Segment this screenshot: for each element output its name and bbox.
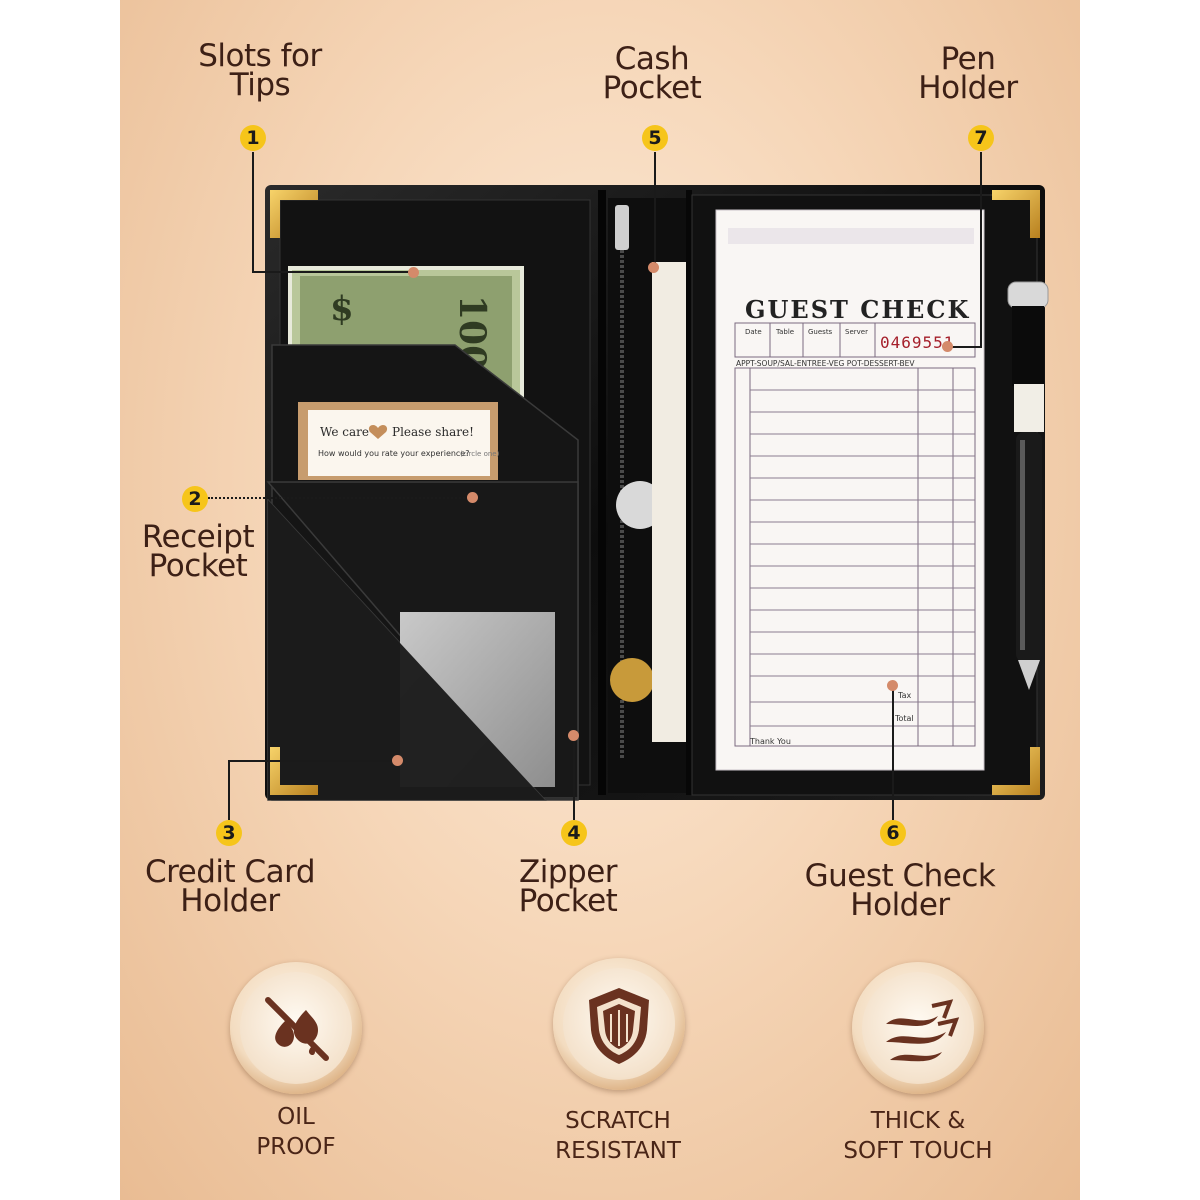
leader-line-1b [252, 271, 412, 273]
callout-dot-7 [942, 341, 953, 352]
soft-touch-badge [852, 962, 984, 1094]
callout-number-5: 5 [642, 125, 668, 151]
leader-line-6 [892, 685, 894, 820]
soft-touch-label: THICK &SOFT TOUCH [843, 1108, 993, 1164]
leader-line-4 [573, 735, 575, 820]
svg-text:GUEST CHECK: GUEST CHECK [745, 295, 970, 324]
leader-line-7b [950, 346, 982, 348]
callout-dot-2 [467, 492, 478, 503]
oil-proof-icon [265, 997, 329, 1061]
svg-text:Tax: Tax [897, 691, 911, 700]
soft-touch-icon [886, 999, 960, 1062]
svg-text:Table: Table [775, 328, 794, 336]
zipper-pocket-art [608, 198, 686, 793]
callout-dot-5 [648, 262, 659, 273]
leader-line-3 [228, 760, 230, 820]
callout-dot-3 [392, 755, 403, 766]
callout-dot-4 [568, 730, 579, 741]
svg-text:Date: Date [745, 328, 762, 336]
leader-line-3b [228, 760, 396, 762]
callout-number-1: 1 [240, 125, 266, 151]
leader-line-7 [980, 152, 982, 348]
leader-line-1 [252, 152, 254, 273]
callout-dot-6 [887, 680, 898, 691]
leader-line-5 [654, 152, 656, 267]
oil-proof-badge [230, 962, 362, 1094]
callout-dot-1 [408, 267, 419, 278]
svg-text:(circle one): (circle one) [460, 450, 500, 458]
svg-text:Total: Total [894, 714, 914, 723]
callout-number-7: 7 [968, 125, 994, 151]
callout-number-6: 6 [880, 820, 906, 846]
svg-text:0469551: 0469551 [880, 333, 954, 352]
svg-text:How would you rate your experi: How would you rate your experience? [318, 449, 470, 458]
callout-number-3: 3 [216, 820, 242, 846]
callout-number-4: 4 [561, 820, 587, 846]
leader-line-2 [208, 497, 472, 501]
svg-text:Server: Server [845, 328, 868, 336]
feedback-card: We care Please share! How would you rate… [298, 402, 500, 480]
svg-text:$: $ [330, 289, 354, 329]
svg-text:Guests: Guests [808, 328, 833, 336]
svg-text:We care: We care [320, 425, 369, 439]
svg-text:APPT-SOUP/SAL-ENTREE-VEG POT-D: APPT-SOUP/SAL-ENTREE-VEG POT-DESSERT-BEV [736, 359, 915, 368]
scratch-resistant-badge [553, 958, 685, 1090]
svg-text:Thank You: Thank You [749, 737, 791, 746]
guest-check-pad: GUEST CHECK Date Table Guests Server 046… [715, 209, 985, 771]
svg-text:Please share!: Please share! [392, 425, 474, 439]
shield-icon [589, 988, 649, 1064]
callout-number-2: 2 [182, 486, 208, 512]
pen-art [1007, 281, 1049, 690]
